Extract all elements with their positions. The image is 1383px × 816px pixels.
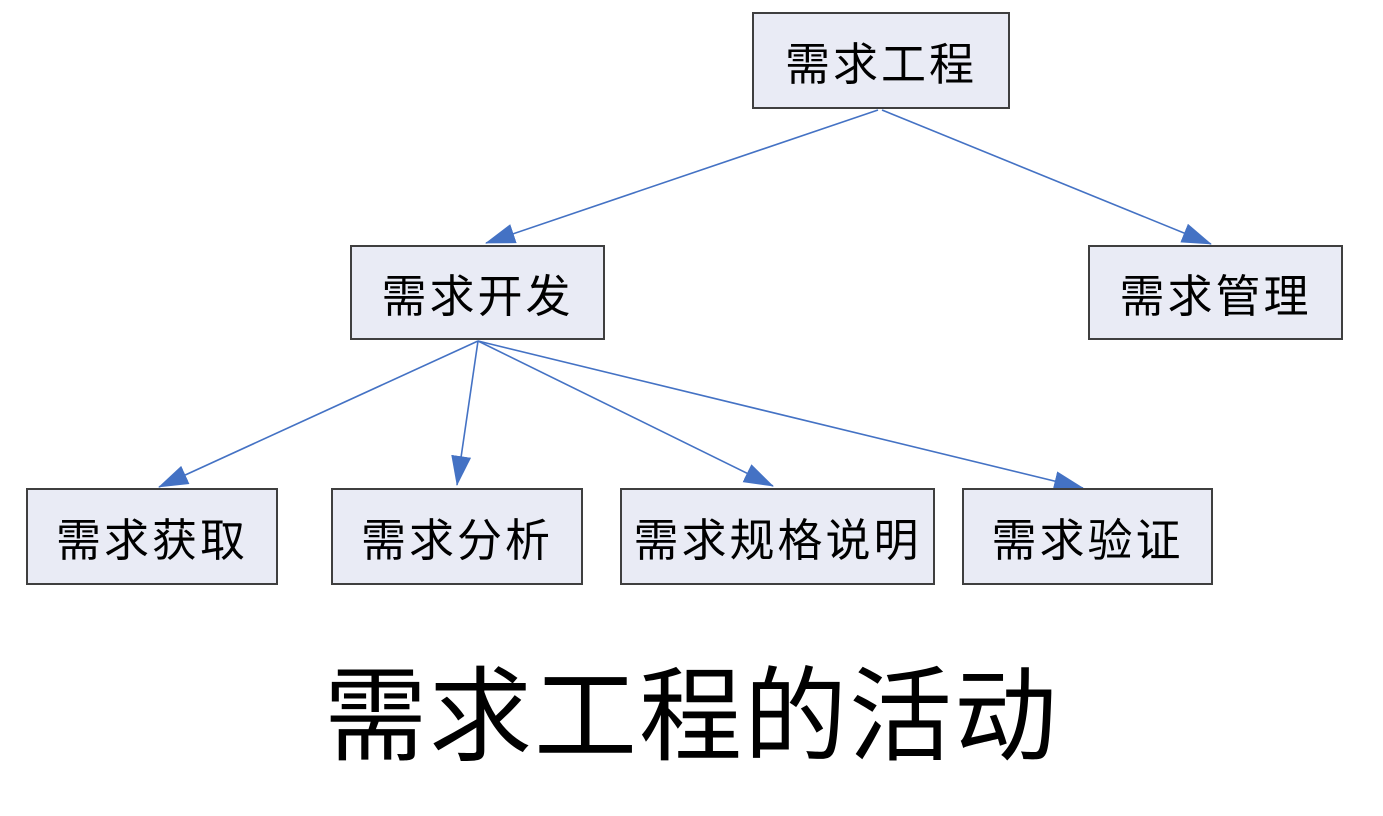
edge-dev-to-analysis: [451, 340, 479, 486]
node-requirements-engineering: 需求工程: [752, 12, 1010, 109]
node-requirements-development: 需求开发: [350, 245, 605, 340]
slide-caption: 需求工程的活动: [324, 661, 1059, 775]
edge-dev-to-spec: [477, 340, 774, 487]
node-requirements-elicitation: 需求获取: [26, 488, 278, 585]
edge-root-to-dev: [485, 109, 879, 244]
edge-dev-to-valid: [477, 340, 1084, 491]
node-requirements-validation: 需求验证: [962, 488, 1213, 585]
edge-root-to-mgmt: [881, 109, 1212, 245]
node-requirements-management: 需求管理: [1088, 245, 1343, 340]
node-requirements-analysis: 需求分析: [331, 488, 583, 585]
node-requirements-specification: 需求规格说明: [620, 488, 935, 585]
edge-dev-to-elicit: [158, 340, 479, 488]
